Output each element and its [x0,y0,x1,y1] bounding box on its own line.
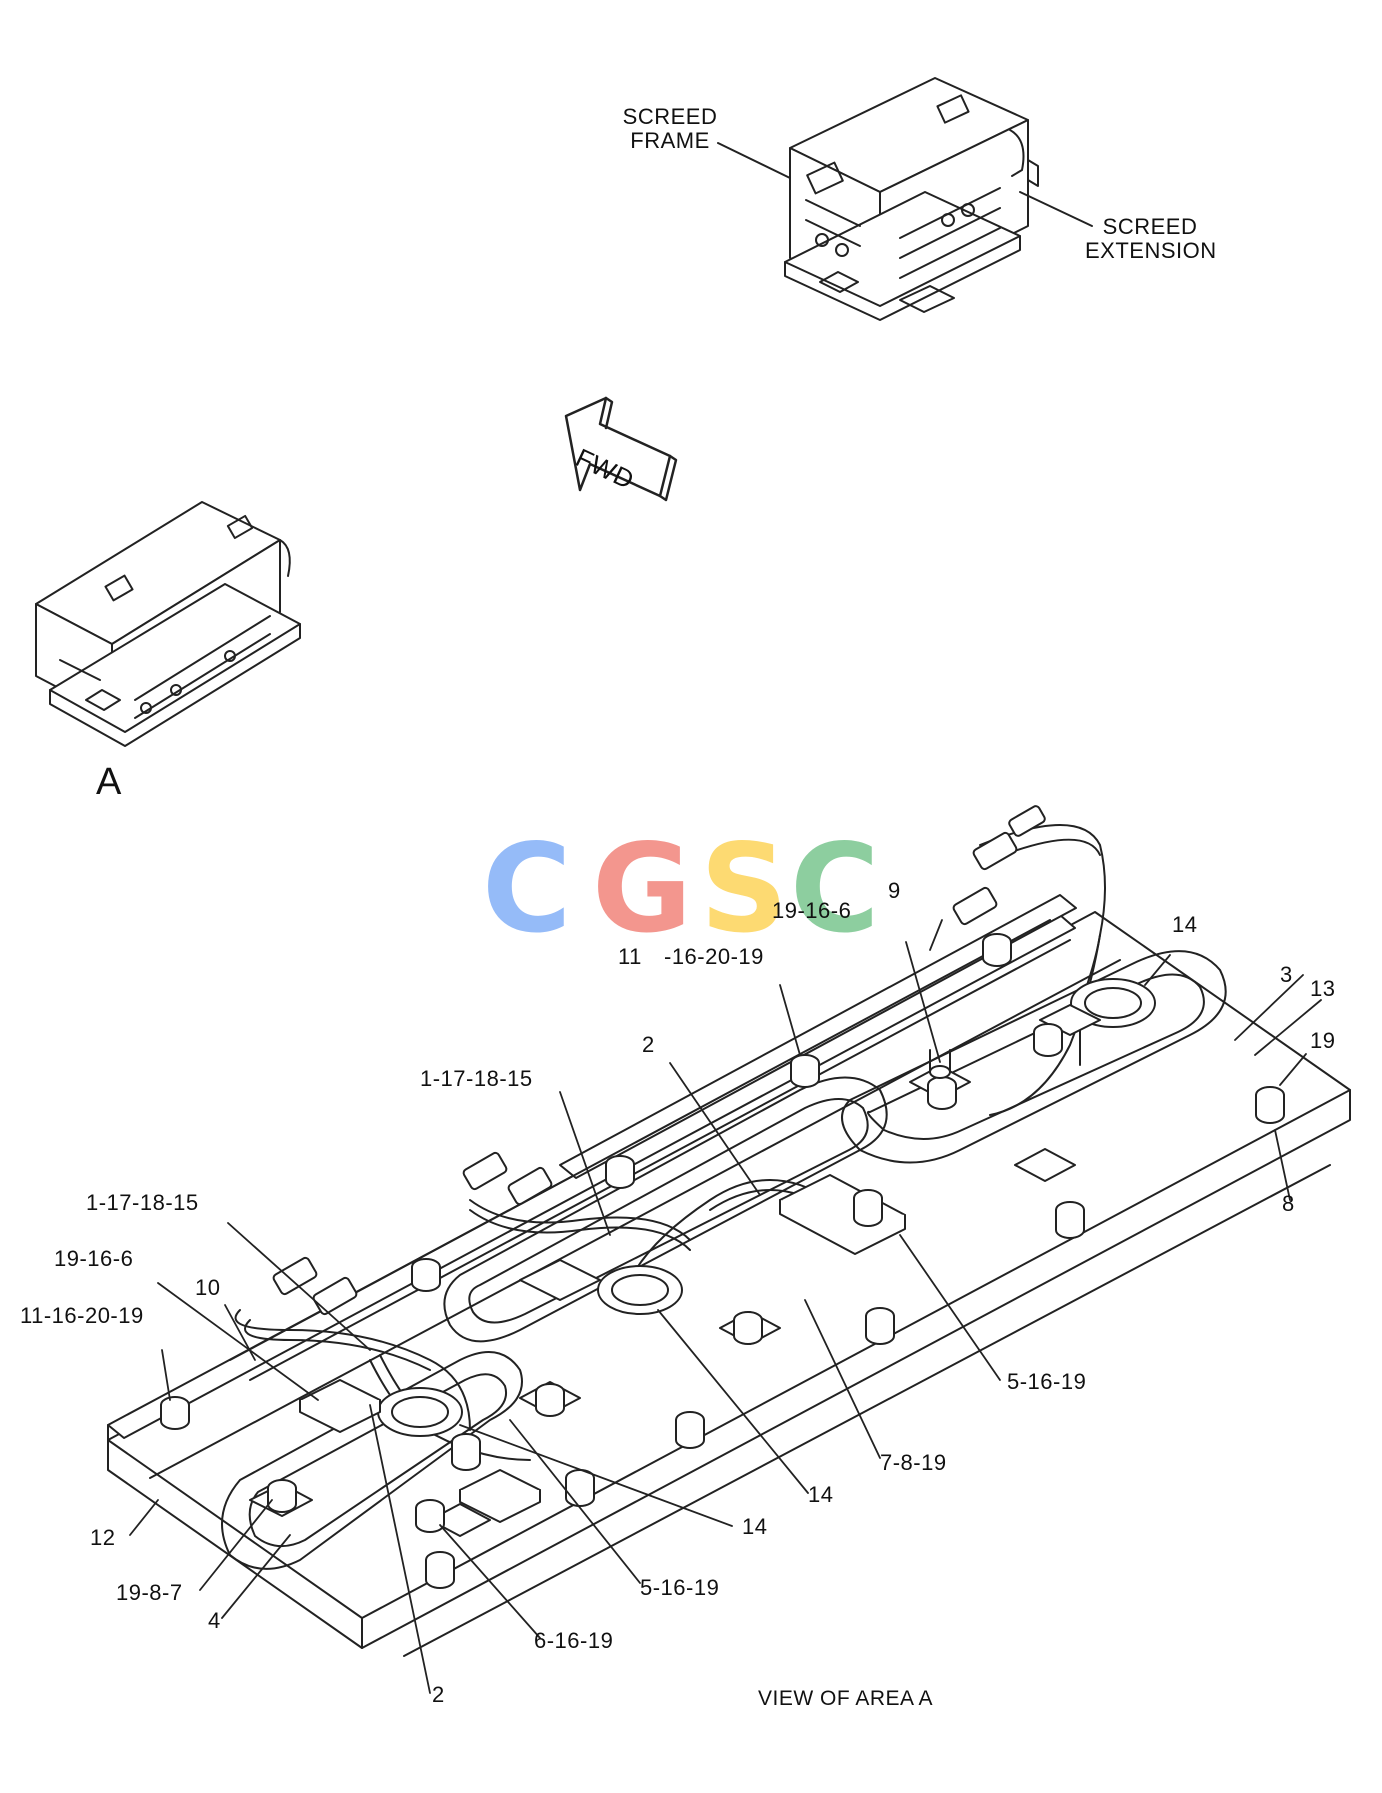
callout-19-16-6-left: 19-16-6 [54,1246,134,1271]
callout-11-16-20-19: 11-16-20-19 [20,1303,144,1328]
heating-element-loop-right [841,950,1227,1164]
callout-19: 19 [1310,1028,1336,1053]
label-screed-extension-line1: SCREED [1102,214,1198,239]
callout-1-17-18-15-top: 1-17-18-15 [420,1066,533,1091]
area-a-assembly [35,501,301,747]
label-screed-frame-line1: SCREED [622,104,718,129]
callout-16-20-19: -16-20-19 [664,944,764,969]
watermark-letter-c1: C [482,818,572,960]
callout-5-16-19-right: 5-16-19 [1007,1369,1087,1394]
grommet-rings [377,978,1156,1437]
callout-9: 9 [888,878,901,903]
label-screed-frame-line2: FRAME [630,128,710,153]
heating-element-loop-left [221,1351,523,1570]
callout-19-16-6-top: 19-16-6 [772,898,852,923]
callout-19-8-7: 19-8-7 [116,1580,183,1605]
callout-5-16-19-lower: 5-16-19 [640,1575,720,1600]
callout-14-middle: 14 [808,1482,834,1507]
callout-12: 12 [90,1525,116,1550]
callout-8: 8 [1282,1191,1295,1216]
callout-leaders [129,919,1322,1694]
bolt-nuts [160,933,1285,1589]
connector-plugs [272,805,1046,1316]
watermark-letter-c2: C [790,818,880,960]
screed-assembly-top [784,77,1039,321]
callout-3: 3 [1280,962,1293,987]
view-caption: VIEW OF AREA A [758,1687,934,1710]
fwd-arrow-icon [564,396,678,502]
callout-1-17-18-15-left: 1-17-18-15 [86,1190,199,1215]
area-a-label: A [96,761,122,803]
callout-14-lower: 14 [742,1514,768,1539]
callout-4: 4 [208,1608,221,1633]
callout-7-8-19: 7-8-19 [880,1450,947,1475]
watermark-letter-g: G [592,818,693,960]
label-screed-extension-line2: EXTENSION [1085,238,1217,263]
callout-10: 10 [195,1275,221,1300]
callout-11: 11 [618,944,642,969]
callout-13: 13 [1310,976,1336,1001]
callout-2-top: 2 [642,1032,655,1057]
leader-screed-frame [717,142,791,179]
callout-6-16-19: 6-16-19 [534,1628,614,1653]
callout-2-bottom: 2 [432,1682,445,1707]
watermark-letter-s: S [700,818,788,960]
leader-screed-extension [1019,191,1093,227]
callout-14-top: 14 [1172,912,1198,937]
